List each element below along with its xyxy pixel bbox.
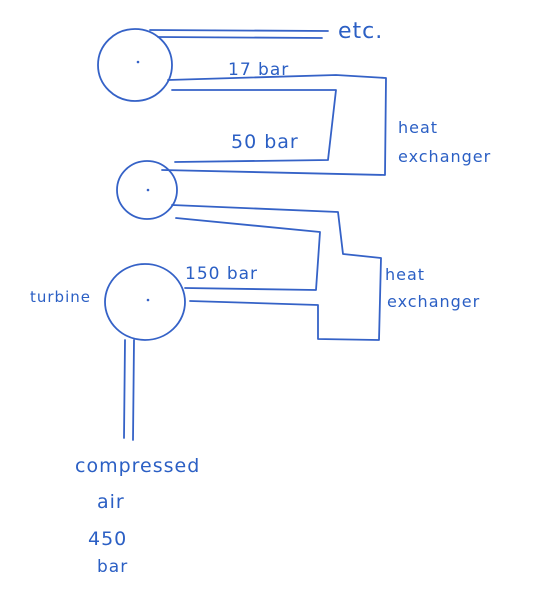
label-input-pressure-value: 450 (88, 528, 127, 550)
turbine-stage-1-center-dot (146, 298, 150, 302)
label-heat-exchanger-1-line2: exchanger (398, 147, 491, 166)
pipe-stage3-to-hx1-lower (171, 89, 337, 163)
label-input-pressure-unit: bar (97, 557, 128, 577)
turbine-stage-3 (97, 28, 173, 102)
label-input-air: air (97, 491, 125, 513)
label-pressure-150-bar: 150 bar (185, 264, 258, 284)
inlet-pipe-right (132, 339, 135, 441)
label-heat-exchanger-2-line1: heat (385, 265, 425, 284)
label-input-compressed: compressed (75, 455, 200, 477)
outlet-pipe-top (149, 29, 329, 32)
pipe-stage2-to-hx2-lower (175, 217, 321, 291)
pipe-stage2-to-hx2-upper (171, 204, 382, 341)
label-heat-exchanger-2-line2: exchanger (387, 292, 480, 311)
turbine-stage-1 (104, 263, 186, 341)
label-turbine: turbine (30, 288, 91, 306)
label-heat-exchanger-1-line1: heat (398, 118, 438, 137)
label-pressure-17-bar: 17 bar (228, 60, 289, 80)
label-etc: etc. (338, 19, 383, 44)
outlet-pipe-bottom (157, 36, 323, 39)
turbine-stage-2 (116, 160, 178, 220)
inlet-pipe-left (123, 339, 126, 439)
label-pressure-50-bar: 50 bar (231, 131, 299, 153)
turbine-stage-2-center-dot (146, 188, 150, 192)
pipe-stage3-to-hx1-upper (161, 74, 387, 176)
turbine-stage-3-center-dot (136, 60, 140, 64)
